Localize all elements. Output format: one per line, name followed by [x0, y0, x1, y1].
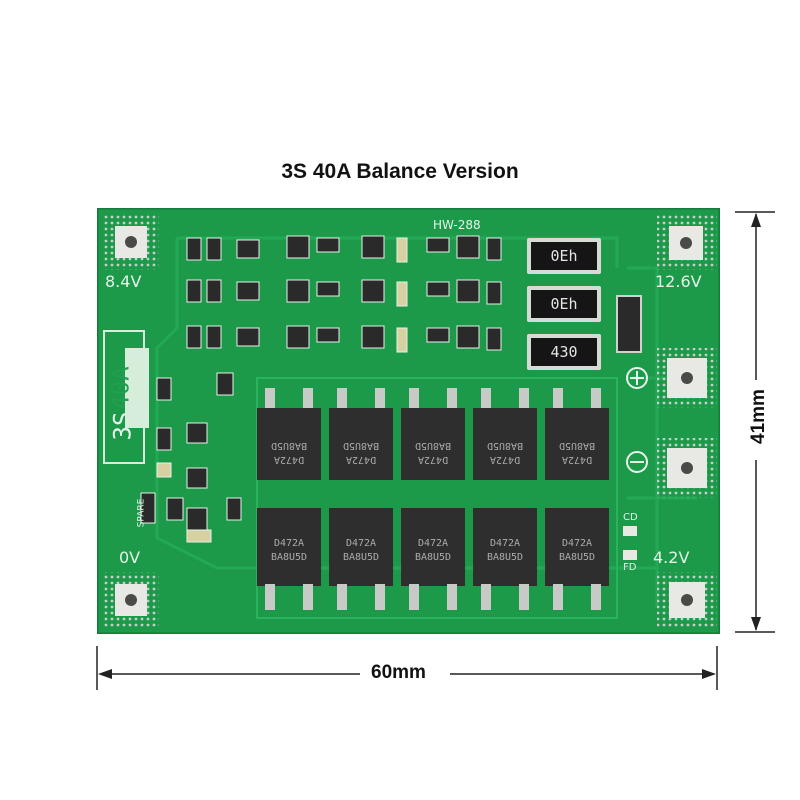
mosfet-marking: BA8U5D	[414, 552, 452, 563]
product-title: 3S 40A Balance Version	[281, 160, 519, 183]
mosfet-marking: BA8U5D	[342, 440, 380, 451]
width-dimension-label: 60mm	[365, 662, 432, 684]
shunt-resistor-1: 0Eh	[527, 238, 601, 274]
mosfet-marking: BA8U5D	[558, 440, 596, 451]
model-label: HW-288	[433, 218, 481, 232]
mosfet-marking: BA8U5D	[270, 552, 308, 563]
mosfet-marking: D472A	[489, 538, 521, 549]
mosfet-marking: D472A	[345, 454, 377, 465]
mosfet-marking: D472A	[489, 454, 521, 465]
terminal-label-4v2: 4.2V	[653, 548, 690, 567]
shunt-resistor-3: 430	[527, 334, 601, 370]
terminal-label-12v6: 12.6V	[655, 272, 702, 291]
mosfet-marking: BA8U5D	[558, 552, 596, 563]
shunt-resistor-2: 0Eh	[527, 286, 601, 322]
mosfet-marking: BA8U5D	[486, 440, 524, 451]
mosfet-marking: BA8U5D	[270, 440, 308, 451]
mosfet-marking: D472A	[417, 538, 449, 549]
terminal-pad-positive	[657, 348, 717, 408]
terminal-pad-8v4	[103, 214, 159, 270]
indicator-label-cd: CD	[623, 512, 638, 523]
mosfet-marking: D472A	[417, 454, 449, 465]
mosfet-row-bottom	[257, 508, 609, 610]
terminal-pad-negative	[657, 438, 717, 498]
mosfet-marking: D472A	[273, 454, 305, 465]
mosfet-marking: D472A	[561, 538, 593, 549]
mosfet-marking: BA8U5D	[342, 552, 380, 563]
current-rating-block: 40A	[107, 348, 149, 428]
mosfet-marking: D472A	[345, 538, 377, 549]
mosfet-marking: D472A	[273, 538, 305, 549]
mosfet-marking: D472A	[561, 454, 593, 465]
pcb-graphic	[97, 208, 720, 634]
terminal-pad-12v6	[657, 214, 717, 270]
mosfet-row-top	[257, 388, 609, 480]
height-dimension-label: 41mm	[748, 383, 770, 450]
mosfet-marking: BA8U5D	[414, 440, 452, 451]
spare-label: SPARE	[136, 498, 147, 528]
terminal-label-8v4: 8.4V	[105, 272, 142, 291]
terminal-pad-4v2	[657, 572, 717, 628]
terminal-pad-0v	[103, 572, 159, 628]
indicator-label-fd: FD	[623, 562, 637, 573]
mosfet-marking: BA8U5D	[486, 552, 524, 563]
series-marking-box: 3S 40A	[103, 330, 149, 464]
bms-circuit-board: HW-288 8.4V 12.6V 0V 4.2V CD FD SPARE 3S…	[97, 208, 720, 634]
current-label: 40A	[106, 366, 135, 410]
terminal-label-0v: 0V	[119, 548, 141, 567]
